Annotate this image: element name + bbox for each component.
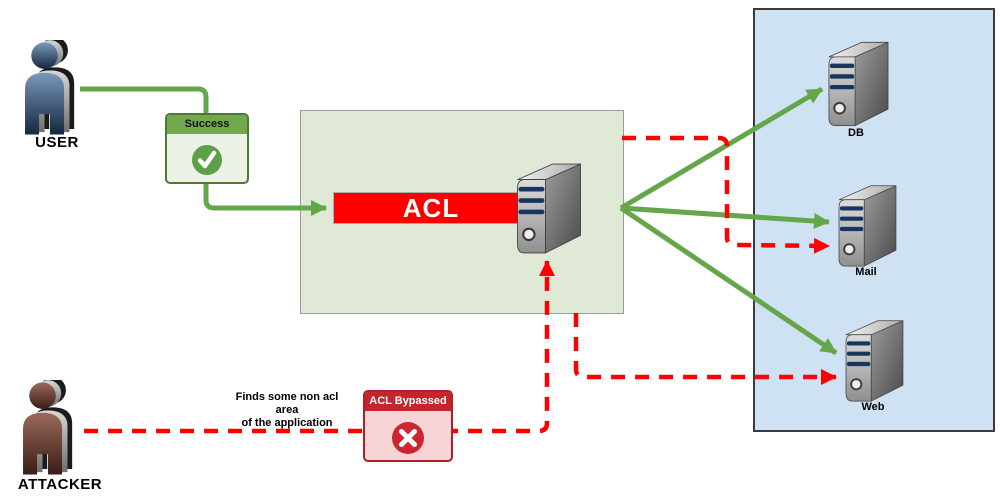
mail-server-icon bbox=[838, 184, 897, 267]
attacker-bypass-to-server-arrow bbox=[84, 260, 555, 434]
user-to-success-line bbox=[80, 86, 209, 114]
acl-filter-banner: ACL bbox=[333, 192, 529, 224]
attacker-label: ATTACKER bbox=[17, 476, 103, 493]
bypass-to-mail-arrow bbox=[622, 135, 830, 254]
bypass-to-web-arrow bbox=[573, 313, 837, 385]
acl-bypassed-box: ACL Bypassed bbox=[363, 390, 453, 462]
acl-server-icon bbox=[516, 163, 582, 254]
acl-to-web-arrow bbox=[619, 205, 838, 356]
success-to-acl-arrow bbox=[203, 184, 327, 216]
success-status-box: Success bbox=[165, 113, 249, 184]
attacker-note: Finds some non acl area of the applicati… bbox=[228, 391, 346, 430]
success-title: Success bbox=[167, 115, 247, 134]
web-server-icon bbox=[845, 319, 904, 402]
user-label: USER bbox=[35, 134, 79, 151]
check-icon bbox=[192, 145, 222, 175]
user-icon bbox=[25, 40, 75, 135]
db-server-label: DB bbox=[848, 127, 864, 139]
attacker-icon bbox=[23, 380, 73, 475]
error-x-icon bbox=[392, 421, 424, 454]
attacker-note-line1: Finds some non acl area bbox=[235, 391, 339, 416]
web-server-label: Web bbox=[861, 401, 885, 413]
acl-bypassed-title: ACL Bypassed bbox=[365, 392, 451, 411]
acl-label: ACL bbox=[402, 193, 460, 223]
mail-server-label: Mail bbox=[855, 266, 877, 278]
attacker-note-line2: of the application bbox=[241, 417, 333, 429]
db-server-icon bbox=[827, 41, 889, 127]
acl-to-db-arrow bbox=[619, 86, 824, 211]
